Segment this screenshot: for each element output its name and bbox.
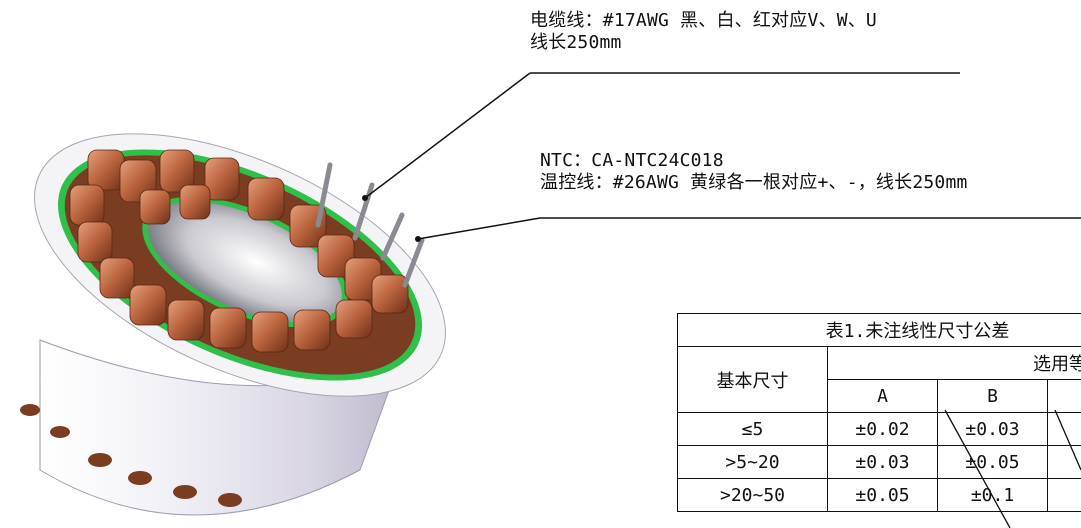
cable-callout-line1: 电缆线：#17AWG 黑、白、红对应V、W、U <box>530 10 877 31</box>
lead-wires <box>315 162 425 288</box>
cable-callout: 电缆线：#17AWG 黑、白、红对应V、W、U 线长250mm <box>530 10 877 54</box>
ntc-callout-line2: 温控线：#26AWG 黄绿各一根对应+、-，线长250mm <box>540 172 968 193</box>
row-grade-a: ±0.02 <box>827 412 938 446</box>
cable-callout-line2: 线长250mm <box>530 32 622 53</box>
tolerance-table: 表1.未注线性尺寸公差 基本尺寸 选用等 A B ≤5 ±0.02 ±0.03 … <box>677 313 1081 512</box>
header-select-grade: 选用等 <box>827 346 1081 380</box>
table-row: ≤5 ±0.02 ±0.03 <box>677 412 1081 446</box>
row-grade-a: ±0.03 <box>827 445 938 479</box>
bottom-coil-ends <box>20 404 242 507</box>
table-row: >20~50 ±0.05 ±0.1 <box>677 478 1081 512</box>
grade-a: A <box>827 379 938 413</box>
copper-windings <box>69 149 409 353</box>
row-grade-c <box>1047 478 1081 512</box>
ntc-callout-line1: NTC：CA-NTC24C018 <box>540 150 724 171</box>
grade-c <box>1047 379 1081 413</box>
leader-dot-cable <box>362 195 368 201</box>
row-grade-c <box>1047 445 1081 479</box>
row-grade-b: ±0.05 <box>937 445 1048 479</box>
stator-body <box>34 133 446 516</box>
grade-b: B <box>937 379 1048 413</box>
ntc-callout: NTC：CA-NTC24C018 温控线：#26AWG 黄绿各一根对应+、-，线… <box>540 150 968 194</box>
row-size: >5~20 <box>677 445 828 479</box>
header-basic-size: 基本尺寸 <box>677 346 828 413</box>
leader-lines <box>364 72 1081 240</box>
table-title: 表1.未注线性尺寸公差 <box>677 313 1081 347</box>
table-row: >5~20 ±0.03 ±0.05 <box>677 445 1081 479</box>
row-size: >20~50 <box>677 478 828 512</box>
row-grade-c <box>1047 412 1081 446</box>
row-size: ≤5 <box>677 412 828 446</box>
row-grade-b: ±0.1 <box>937 478 1048 512</box>
row-grade-a: ±0.05 <box>827 478 938 512</box>
leader-dot-ntc <box>415 236 421 242</box>
row-grade-b: ±0.03 <box>937 412 1048 446</box>
